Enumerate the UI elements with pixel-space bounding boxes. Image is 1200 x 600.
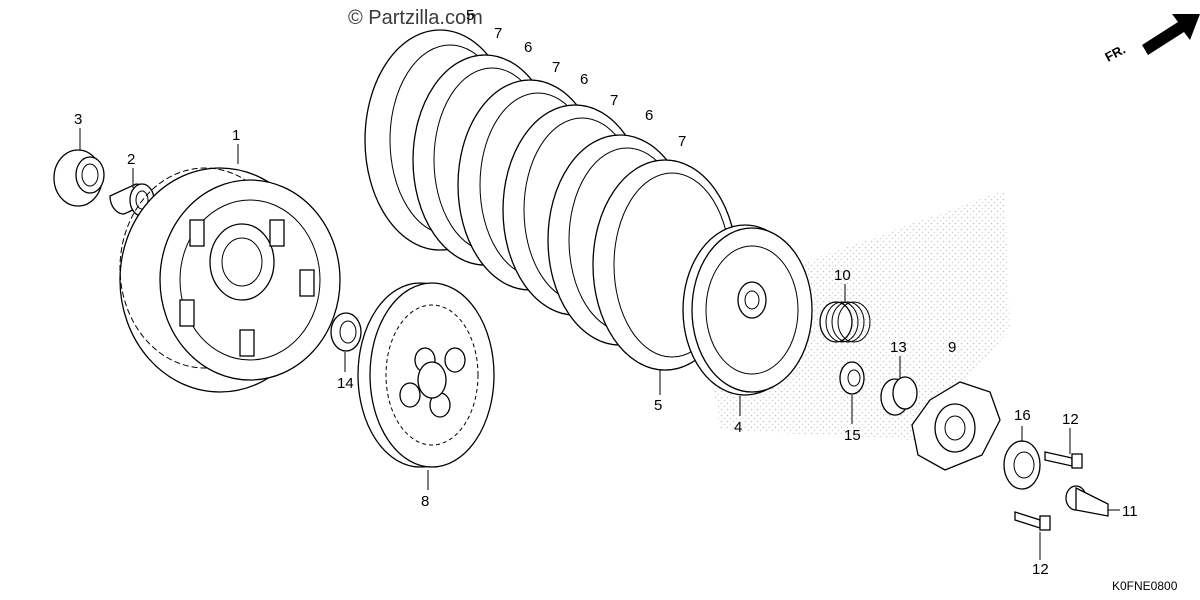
callout-7-c: 7 xyxy=(610,92,618,109)
callout-5-lower: 5 xyxy=(654,397,662,414)
callout-8: 8 xyxy=(421,493,429,510)
front-marker-text: FR. xyxy=(1102,42,1128,65)
callout-7-d: 7 xyxy=(678,133,686,150)
callout-12-upper: 12 xyxy=(1062,411,1079,428)
part-12-bolt-upper xyxy=(1044,451,1083,469)
callout-3: 3 xyxy=(74,111,82,128)
callout-6-b: 6 xyxy=(580,71,588,88)
callout-1: 1 xyxy=(232,127,240,144)
part-10-clutch-spring xyxy=(819,301,871,343)
callout-11: 11 xyxy=(1122,503,1138,520)
part-11-lifter-pin xyxy=(1065,485,1109,517)
callout-10: 10 xyxy=(834,267,851,284)
part-1-clutch-outer xyxy=(119,167,341,393)
callout-5-upper: 5 xyxy=(466,7,474,24)
callout-15: 15 xyxy=(844,427,861,444)
part-13-collar xyxy=(880,376,918,416)
part-3-collar xyxy=(53,149,105,207)
callout-7-a: 7 xyxy=(494,25,502,42)
callout-2: 2 xyxy=(127,151,135,168)
callout-12-lower: 12 xyxy=(1032,561,1049,578)
callout-16: 16 xyxy=(1014,407,1031,424)
callout-6-a: 6 xyxy=(524,39,532,56)
callout-6-c: 6 xyxy=(645,107,653,124)
watermark-text: © Partzilla.com xyxy=(348,7,483,29)
part-15-washer xyxy=(839,361,865,395)
callout-14: 14 xyxy=(337,375,354,392)
part-9-lifter-plate xyxy=(911,381,1001,471)
front-direction-arrow-icon xyxy=(1142,14,1200,55)
part-14-thrust-washer xyxy=(330,312,362,352)
part-4-pressure-plate xyxy=(682,224,813,396)
callout-9: 9 xyxy=(948,339,956,356)
leader-lines xyxy=(79,128,1120,560)
callout-4: 4 xyxy=(734,419,742,436)
callout-7-b: 7 xyxy=(552,59,560,76)
part-12-bolt-lower xyxy=(1014,511,1051,531)
diagram-code: K0FNE0800 xyxy=(1112,579,1178,593)
part-8-clutch-center xyxy=(357,282,495,468)
clutch-plate-stack xyxy=(364,29,738,371)
part-16-ball-bearing xyxy=(1003,440,1041,490)
callout-13: 13 xyxy=(890,339,907,356)
